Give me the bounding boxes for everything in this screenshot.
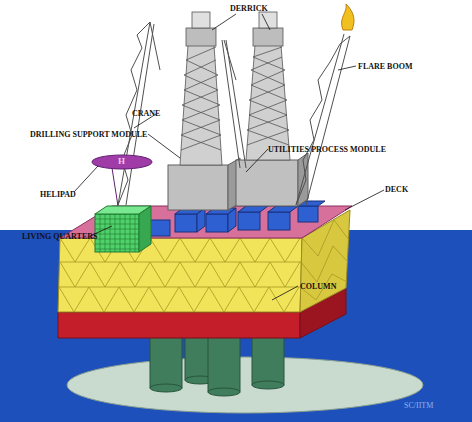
- part-label: UTILITIES/PROCESS MODULE: [268, 145, 386, 154]
- part-label: FLARE BOOM: [358, 62, 412, 71]
- part-label: DECK: [385, 185, 408, 194]
- flare-boom: [296, 4, 354, 205]
- part-label: DERRICK: [230, 4, 268, 13]
- pontoon-base: [67, 357, 423, 413]
- part-label: LIVING QUARTERS: [22, 232, 98, 241]
- derricks: [180, 12, 290, 165]
- leader-lines: [74, 14, 384, 300]
- part-label: DRILLING SUPPORT MODULE: [30, 130, 147, 139]
- living-quarters: [95, 206, 151, 252]
- watermark: SC/IITM: [404, 401, 433, 410]
- part-label: HELIPAD: [40, 190, 76, 199]
- part-label: CRANE: [132, 109, 160, 118]
- helipad: [92, 155, 152, 206]
- part-label: COLUMN: [300, 282, 336, 291]
- sea: [0, 230, 472, 422]
- cranes: [118, 22, 246, 205]
- helipad-mark: H: [118, 157, 125, 166]
